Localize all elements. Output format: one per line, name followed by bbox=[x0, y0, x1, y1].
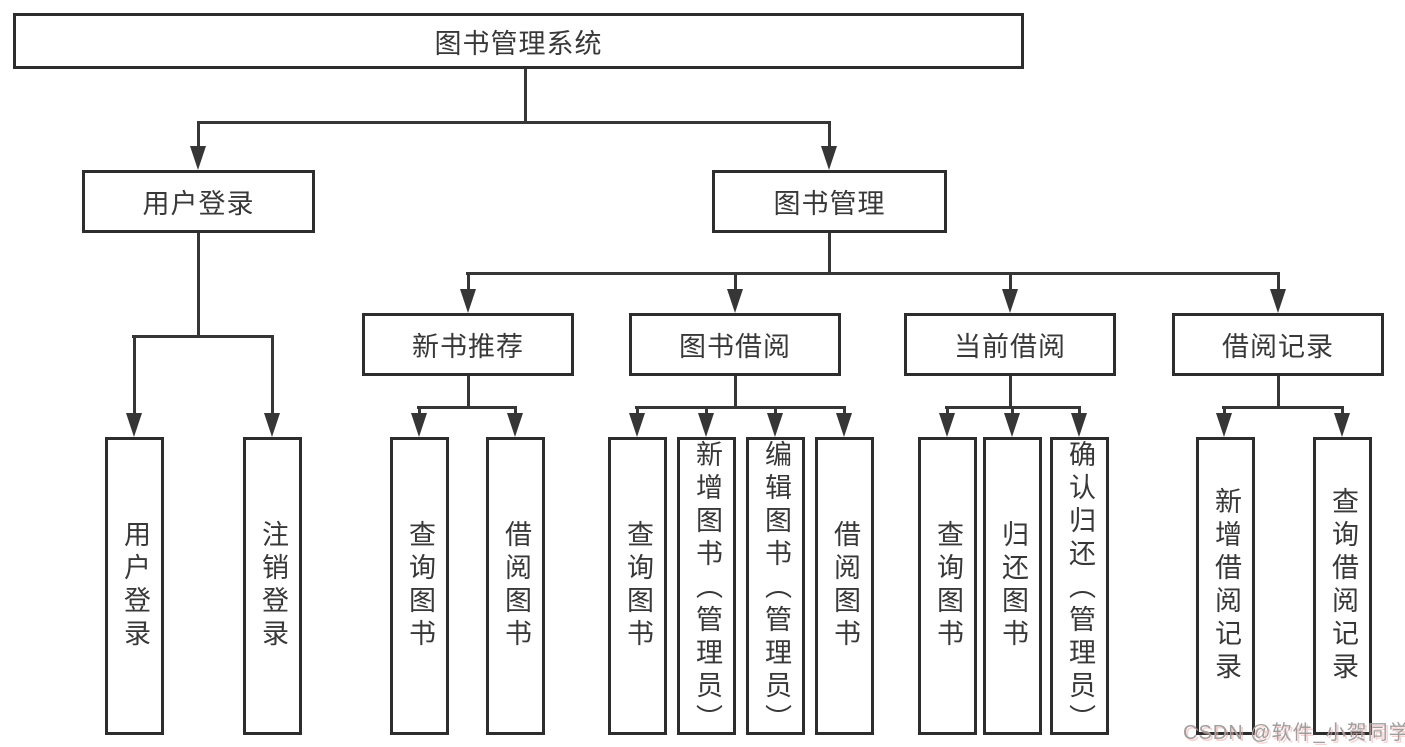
leaf-add-book-admin: 新增图书（管理员） bbox=[677, 437, 736, 737]
connector-line bbox=[467, 376, 470, 409]
leaf-borrow-books-borrowing: 借阅图书 bbox=[815, 437, 874, 735]
node-book-management: 图书管理 bbox=[712, 170, 947, 233]
arrow-down-icon bbox=[698, 413, 714, 437]
leaf-label: 借阅图书 bbox=[830, 520, 860, 652]
arrow-down-icon bbox=[1270, 289, 1286, 313]
connector-line bbox=[828, 121, 831, 149]
leaf-label: 新增借阅记录 bbox=[1211, 487, 1241, 685]
connector-line bbox=[467, 272, 470, 292]
connector-line bbox=[417, 406, 517, 409]
connector-line bbox=[635, 406, 846, 409]
arrow-down-icon bbox=[190, 146, 206, 170]
arrow-down-icon bbox=[727, 289, 743, 313]
leaf-return-books: 归还图书 bbox=[983, 437, 1042, 735]
leaf-edit-book-admin: 编辑图书（管理员） bbox=[746, 437, 805, 737]
arrow-down-icon bbox=[411, 413, 427, 437]
arrow-down-icon bbox=[507, 413, 523, 437]
connector-line bbox=[734, 376, 737, 409]
node-system-root: 图书管理系统 bbox=[13, 13, 1024, 69]
arrow-down-icon bbox=[1002, 289, 1018, 313]
connector-line bbox=[1277, 376, 1280, 409]
leaf-label: 归还图书 bbox=[998, 520, 1028, 652]
node-current-borrowing: 当前借阅 bbox=[904, 313, 1116, 376]
leaf-query-books-current: 查询图书 bbox=[918, 437, 977, 735]
arrow-down-icon bbox=[264, 413, 280, 437]
connector-line bbox=[524, 69, 527, 123]
leaf-label: 新增图书（管理员） bbox=[692, 440, 722, 737]
arrow-down-icon bbox=[1216, 413, 1232, 437]
leaf-add-borrow-record: 新增借阅记录 bbox=[1196, 437, 1255, 735]
leaf-label: 编辑图书（管理员） bbox=[761, 440, 791, 737]
connector-line bbox=[197, 121, 200, 149]
leaf-label: 查询借阅记录 bbox=[1328, 487, 1358, 685]
node-user-login: 用户登录 bbox=[82, 170, 315, 233]
arrow-down-icon bbox=[1334, 413, 1350, 437]
node-book-borrowing: 图书借阅 bbox=[629, 313, 841, 376]
connector-line bbox=[197, 233, 200, 338]
connector-line bbox=[1277, 272, 1280, 292]
arrow-down-icon bbox=[126, 413, 142, 437]
leaf-query-borrow-record: 查询借阅记录 bbox=[1313, 437, 1372, 735]
arrow-down-icon bbox=[939, 413, 955, 437]
node-borrowing-records: 借阅记录 bbox=[1172, 313, 1384, 376]
leaf-label: 确认归还（管理员） bbox=[1065, 440, 1095, 737]
connector-line bbox=[197, 121, 831, 124]
arrow-down-icon bbox=[1071, 413, 1087, 437]
node-new-book-recommendation: 新书推荐 bbox=[362, 313, 574, 376]
connector-line bbox=[828, 233, 831, 275]
arrow-down-icon bbox=[1004, 413, 1020, 437]
connector-line bbox=[1009, 272, 1012, 292]
leaf-user-login: 用户登录 bbox=[105, 437, 164, 735]
connector-line bbox=[1222, 406, 1344, 409]
connector-line bbox=[132, 335, 274, 338]
connector-line bbox=[466, 272, 1280, 275]
arrow-down-icon bbox=[767, 413, 783, 437]
leaf-query-books-recommend: 查询图书 bbox=[390, 437, 449, 735]
connector-line bbox=[271, 335, 274, 415]
leaf-label: 借阅图书 bbox=[501, 520, 531, 652]
arrow-down-icon bbox=[460, 289, 476, 313]
leaf-borrow-books-recommend: 借阅图书 bbox=[486, 437, 545, 735]
leaf-label: 用户登录 bbox=[120, 520, 150, 652]
connector-line bbox=[1009, 376, 1012, 409]
leaf-query-books-borrowing: 查询图书 bbox=[608, 437, 667, 735]
leaf-label: 查询图书 bbox=[405, 520, 435, 652]
connector-line bbox=[133, 335, 136, 415]
watermark: CSDN @软件_小贺同学 bbox=[1183, 722, 1405, 744]
leaf-label: 查询图书 bbox=[623, 520, 653, 652]
leaf-logout: 注销登录 bbox=[243, 437, 302, 735]
leaf-label: 查询图书 bbox=[933, 520, 963, 652]
arrow-down-icon bbox=[629, 413, 645, 437]
connector-line bbox=[734, 272, 737, 292]
leaf-label: 注销登录 bbox=[258, 520, 288, 652]
arrow-down-icon bbox=[836, 413, 852, 437]
leaf-confirm-return-admin: 确认归还（管理员） bbox=[1050, 437, 1109, 737]
arrow-down-icon bbox=[821, 146, 837, 170]
